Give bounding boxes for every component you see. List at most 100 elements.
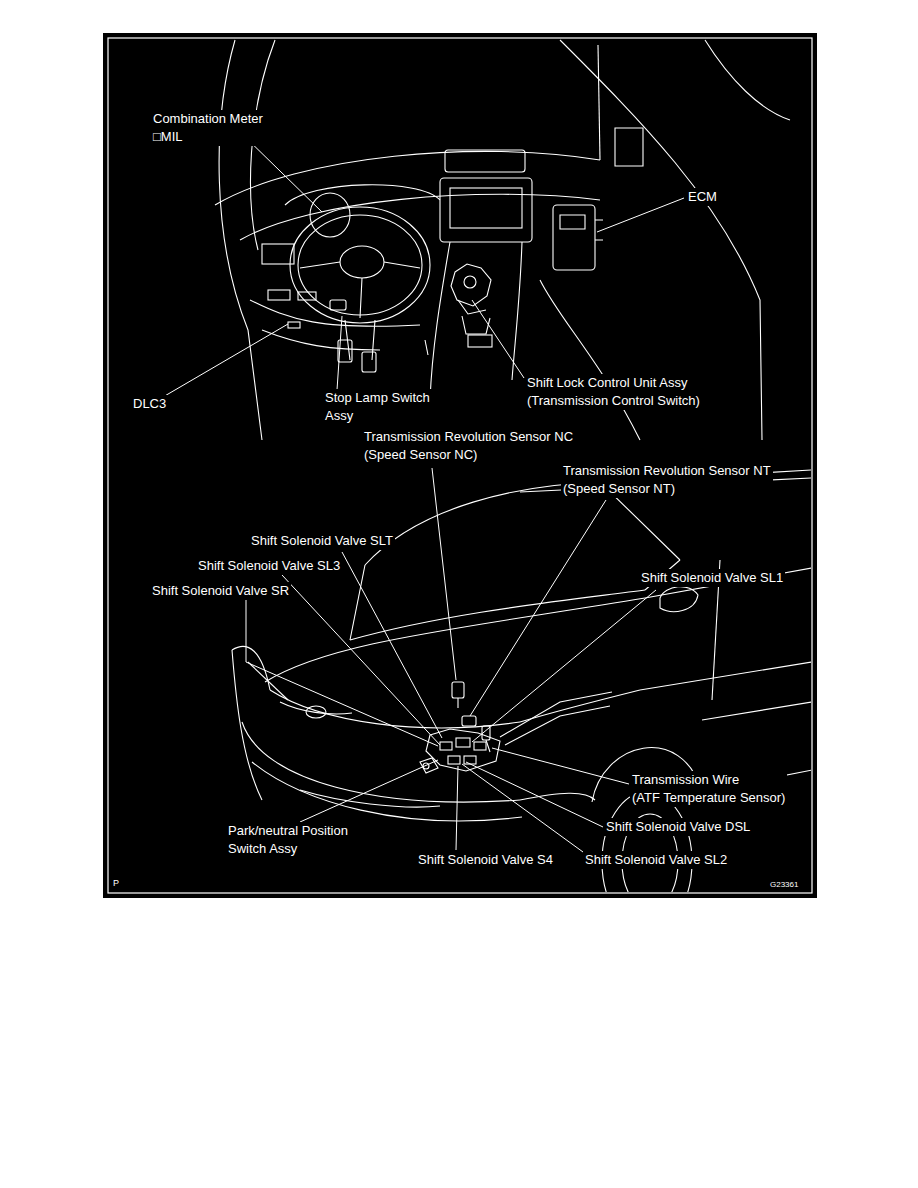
line-art bbox=[472, 590, 656, 742]
line-art bbox=[252, 762, 522, 821]
line-art bbox=[262, 244, 294, 264]
line-art bbox=[520, 690, 640, 722]
line-art bbox=[246, 600, 438, 746]
line-art bbox=[464, 276, 476, 288]
line-art bbox=[540, 280, 640, 440]
callout-label: Shift Solenoid Valve DSL bbox=[604, 818, 752, 836]
callout-label: DLC3 bbox=[131, 395, 168, 413]
label-line: Combination Meter bbox=[153, 110, 263, 128]
callout-label: ECM bbox=[686, 188, 719, 206]
callout-label: Transmission Wire (ATF Temperature Senso… bbox=[630, 771, 787, 807]
interior-drawing bbox=[215, 40, 790, 440]
label-line: (Speed Sensor NT) bbox=[563, 480, 771, 498]
line-art bbox=[448, 756, 460, 764]
line-art bbox=[420, 758, 438, 773]
line-art bbox=[456, 738, 470, 747]
label-line: Transmission Wire bbox=[632, 771, 785, 789]
line-art bbox=[425, 340, 428, 355]
line-art bbox=[430, 242, 450, 400]
callout-label: Park/neutral Position Switch Assy bbox=[226, 822, 350, 858]
label-line: (Transmission Control Switch) bbox=[527, 392, 700, 410]
line-art bbox=[306, 706, 326, 718]
line-art bbox=[300, 760, 438, 822]
callout-label: Stop Lamp Switch Assy bbox=[323, 389, 432, 425]
page-mark: P bbox=[111, 877, 121, 889]
line-art bbox=[456, 766, 458, 850]
label-line: (Speed Sensor NC) bbox=[364, 446, 573, 464]
line-art bbox=[450, 188, 522, 228]
line-art bbox=[468, 335, 492, 347]
callout-label: Transmission Revolution Sensor NT (Speed… bbox=[561, 462, 773, 498]
line-art bbox=[615, 128, 643, 166]
line-art bbox=[553, 205, 595, 270]
line-art bbox=[602, 792, 692, 892]
line-art bbox=[300, 262, 420, 318]
panel-border bbox=[108, 38, 812, 893]
callout-label: Shift Solenoid Valve SL3 bbox=[196, 557, 342, 575]
line-art bbox=[598, 45, 600, 160]
line-art bbox=[560, 215, 585, 229]
figure-code: G23361 bbox=[768, 879, 800, 890]
label-line: Transmission Revolution Sensor NC bbox=[364, 428, 573, 446]
line-art bbox=[640, 662, 811, 690]
line-art bbox=[440, 742, 452, 750]
line-art bbox=[440, 178, 532, 242]
line-art bbox=[702, 702, 811, 720]
line-art bbox=[512, 242, 522, 380]
line-art bbox=[330, 300, 346, 310]
line-art bbox=[472, 300, 524, 378]
callout-label: Shift Solenoid Valve S4 bbox=[416, 851, 555, 869]
line-art bbox=[462, 716, 476, 726]
label-line: Stop Lamp Switch bbox=[325, 389, 430, 407]
line-art bbox=[340, 246, 384, 278]
line-art bbox=[268, 290, 290, 300]
line-art bbox=[262, 330, 380, 350]
line-art bbox=[240, 194, 600, 240]
line-art bbox=[660, 587, 698, 612]
line-art bbox=[462, 764, 583, 852]
line-art bbox=[282, 575, 440, 745]
line-art bbox=[452, 682, 464, 698]
line-art bbox=[300, 790, 440, 807]
label-line: Switch Assy bbox=[228, 840, 348, 858]
callout-label: Combination Meter □MIL bbox=[151, 110, 265, 146]
line-art bbox=[505, 706, 610, 745]
line-art bbox=[232, 646, 270, 690]
line-art bbox=[288, 322, 300, 328]
line-art bbox=[215, 151, 600, 205]
line-art bbox=[464, 756, 476, 764]
line-art bbox=[350, 565, 365, 640]
line-art bbox=[457, 698, 458, 708]
line-art bbox=[337, 316, 342, 390]
label-line: Shift Lock Control Unit Assy bbox=[527, 374, 700, 392]
label-line: Park/neutral Position bbox=[228, 822, 348, 840]
callout-label: Shift Lock Control Unit Assy (Transmissi… bbox=[525, 374, 702, 410]
line-art bbox=[285, 185, 440, 205]
line-art bbox=[486, 740, 490, 752]
callout-label: Shift Solenoid Valve SLT bbox=[249, 532, 395, 550]
line-art bbox=[492, 748, 629, 784]
line-art bbox=[163, 324, 288, 397]
callout-label: Transmission Revolution Sensor NC (Speed… bbox=[362, 428, 575, 464]
line-art bbox=[242, 722, 520, 802]
line-art bbox=[290, 207, 430, 323]
line-art bbox=[451, 264, 491, 306]
line-art bbox=[458, 300, 490, 334]
callout-label: Shift Solenoid Valve SR bbox=[150, 582, 291, 600]
line-art bbox=[350, 590, 645, 640]
callout-label: Shift Solenoid Valve SL1 bbox=[639, 569, 785, 587]
line-art bbox=[520, 793, 595, 800]
line-art bbox=[470, 500, 606, 716]
panel-ground bbox=[103, 33, 817, 898]
line-art bbox=[474, 742, 486, 750]
label-line: □MIL bbox=[153, 128, 263, 146]
line-art bbox=[248, 662, 288, 700]
line-art bbox=[362, 352, 376, 372]
line-art bbox=[597, 198, 684, 232]
line-art bbox=[232, 650, 262, 800]
line-art bbox=[705, 40, 790, 120]
label-line: (ATF Temperature Sensor) bbox=[632, 789, 785, 807]
